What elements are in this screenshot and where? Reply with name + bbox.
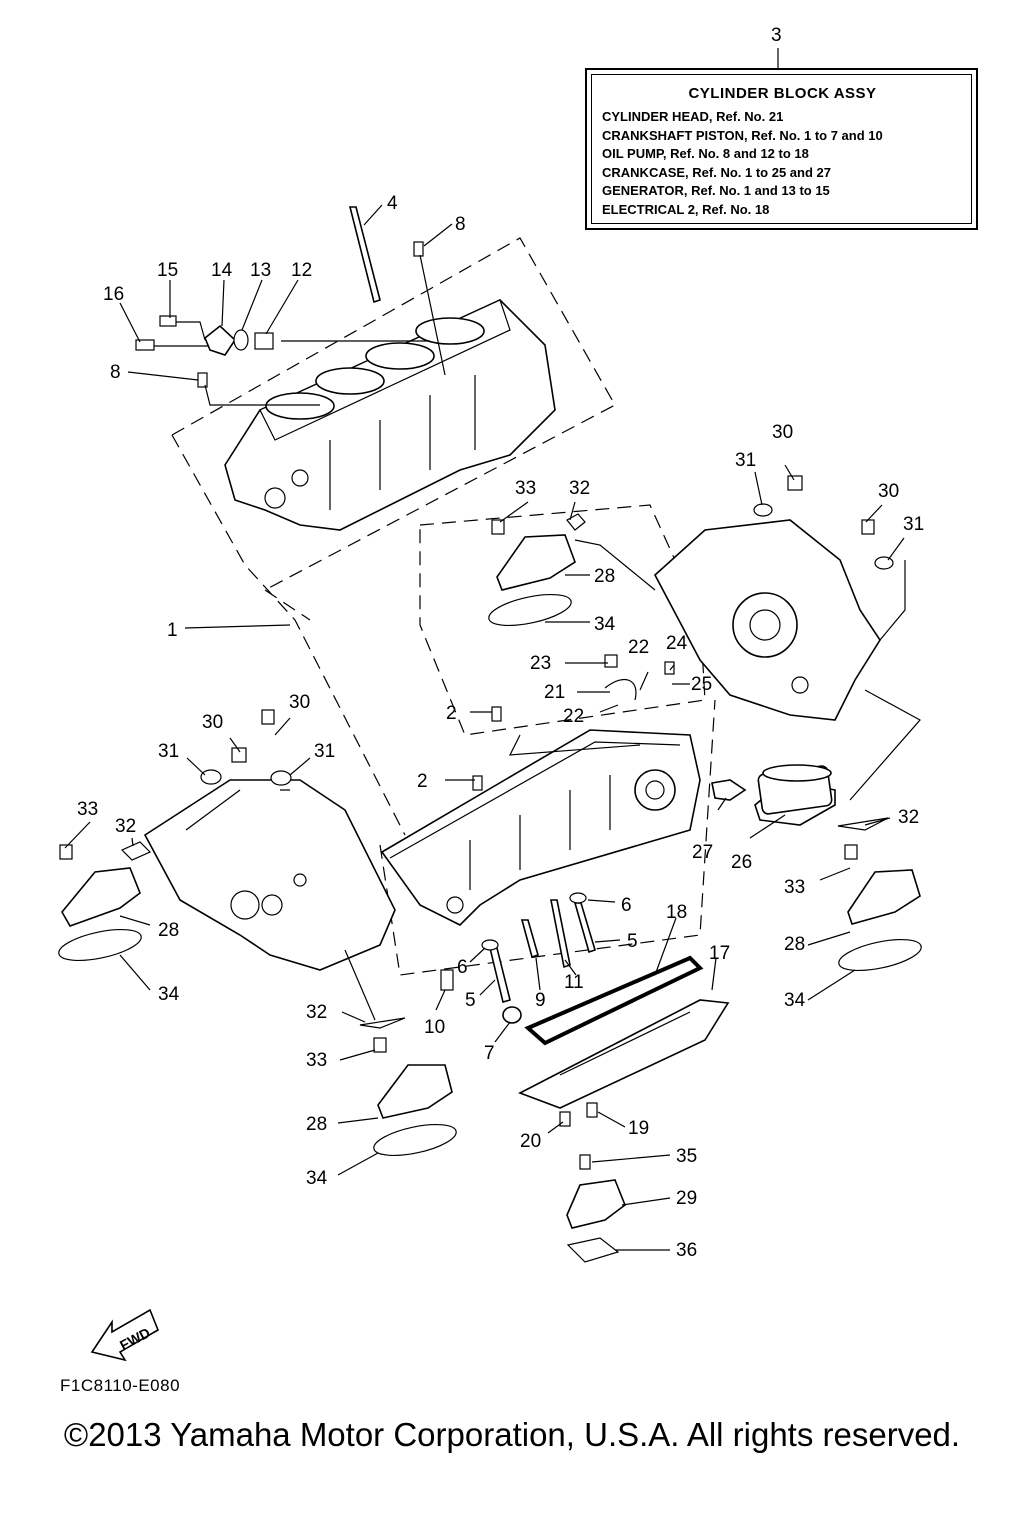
callout: 31 (735, 450, 756, 471)
callout: 20 (520, 1131, 541, 1152)
callout: 11 (564, 972, 584, 993)
callout: 2 (417, 771, 428, 792)
callout: 30 (772, 422, 793, 443)
callout: 15 (157, 260, 178, 281)
callout: 30 (878, 481, 899, 502)
oil-filter (754, 764, 836, 826)
callout: 29 (676, 1188, 697, 1209)
assembly-ref-line: GENERATOR, Ref. No. 1 and 13 to 15 (602, 183, 830, 198)
assembly-ref-line: CRANKCASE, Ref. No. 1 to 25 and 27 (602, 164, 831, 180)
assembly-ref-line: ELECTRICAL 2, Ref. No. 18 (602, 201, 770, 217)
callout: 8 (110, 362, 121, 383)
drawing-code: F1C8110-E080 (60, 1376, 181, 1395)
callout: 18 (666, 902, 687, 923)
callout: 10 (424, 1017, 445, 1038)
assembly-ref-line: OIL PUMP, Ref. No. 8 and 12 to 18 (602, 146, 809, 161)
callout: 30 (289, 692, 310, 713)
callout: 32 (306, 1002, 327, 1023)
callout: 25 (691, 674, 712, 695)
callout: 31 (903, 514, 924, 535)
left-side-cover (143, 779, 396, 971)
leader-lines (64, 48, 921, 1251)
callout: 28 (158, 920, 179, 941)
assembly-title: CYLINDER BLOCK ASSY (688, 85, 877, 102)
callout: 34 (306, 1168, 328, 1189)
assembly-ref-line: CRANKSHAFT PISTON, Ref. No. 1 to 7 and 1… (602, 127, 883, 143)
callout: 28 (306, 1114, 327, 1135)
engine-mount-left (58, 867, 142, 962)
callout: 12 (291, 260, 312, 281)
callout: 24 (666, 633, 688, 654)
assembly-info-box: CYLINDER BLOCK ASSY CYLINDER HEAD, Ref. … (585, 68, 978, 230)
callout: 9 (535, 990, 546, 1011)
callout: 3 (771, 25, 782, 46)
callout: 6 (621, 895, 632, 916)
callout: 34 (158, 984, 180, 1005)
callout: 33 (306, 1050, 327, 1071)
engine-mount-center-upper (488, 534, 576, 627)
callout: 2 (446, 703, 457, 724)
callout: 8 (455, 214, 466, 235)
callout: 1 (167, 620, 178, 641)
callout: 19 (628, 1118, 649, 1139)
callout: 14 (211, 260, 233, 281)
callout: 33 (77, 799, 98, 820)
right-side-cover (654, 519, 881, 721)
cylinder-block (224, 299, 556, 531)
callout: 31 (314, 741, 335, 762)
lower-case-dashed-outline (379, 699, 716, 976)
callout: 5 (465, 990, 476, 1011)
callout: 31 (158, 741, 179, 762)
crankcase (380, 729, 701, 926)
callout: 33 (784, 877, 805, 898)
callout: 23 (530, 653, 551, 674)
fasteners (59, 206, 894, 1170)
oil-pan (518, 955, 730, 1109)
cylinder-block-dashed-outline (171, 237, 616, 591)
callout: 34 (784, 990, 806, 1011)
callout: 32 (898, 807, 919, 828)
callout: 4 (387, 193, 398, 214)
callout: 36 (676, 1240, 697, 1261)
fwd-arrow-icon: FWD (90, 1308, 159, 1362)
callout: 22 (628, 637, 649, 658)
callout: 30 (202, 712, 223, 733)
callout: 32 (115, 816, 136, 837)
assembly-ref-line: CYLINDER HEAD, Ref. No. 21 (602, 109, 784, 124)
callout: 32 (569, 478, 590, 499)
callout: 26 (731, 852, 752, 873)
main-assembly-dashed-outline (171, 434, 406, 836)
callout: 27 (692, 842, 713, 863)
engine-mount-center-lower (373, 1064, 457, 1157)
engine-mount-right (838, 869, 922, 972)
callout: 6 (457, 957, 468, 978)
callout: 22 (563, 706, 584, 727)
copyright-notice: ©2013 Yamaha Motor Corporation, U.S.A. A… (63, 1416, 961, 1453)
callout: 13 (250, 260, 271, 281)
callout: 21 (544, 682, 565, 703)
callout: 17 (709, 943, 730, 964)
callout: 33 (515, 478, 536, 499)
callout: 28 (594, 566, 615, 587)
callout: 16 (103, 284, 124, 305)
callout: 5 (627, 931, 638, 952)
callout: 7 (484, 1043, 495, 1064)
right-case-dashed-outline (419, 504, 706, 736)
callout: 28 (784, 934, 805, 955)
callout: 35 (676, 1146, 697, 1167)
callout-labels: 3 4 8 15 14 13 12 16 8 30 31 30 31 33 32… (77, 25, 924, 1261)
callout: 34 (594, 614, 616, 635)
